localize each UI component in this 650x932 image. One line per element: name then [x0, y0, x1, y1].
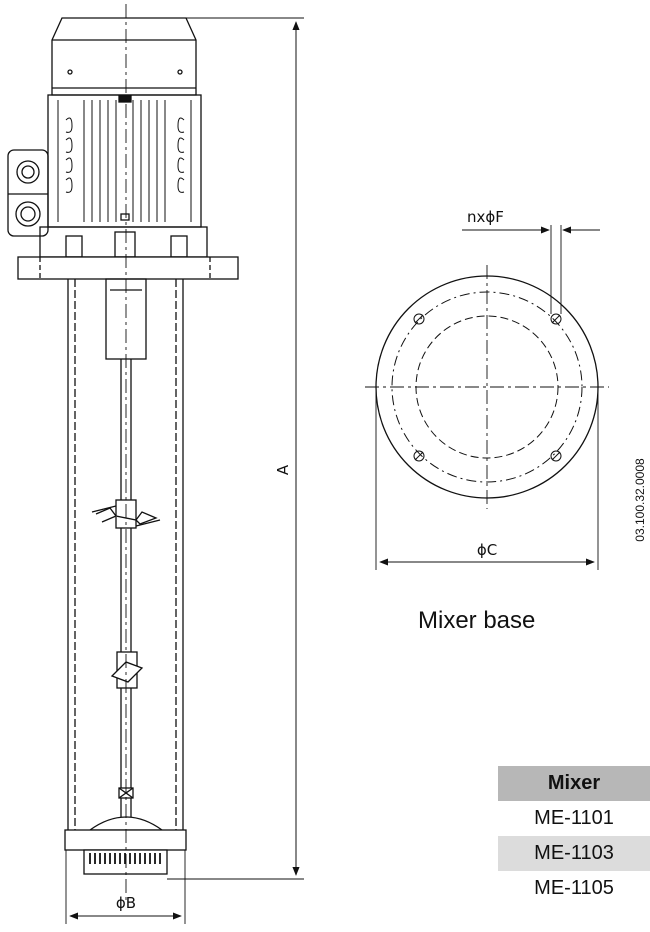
table-header-mixer: Mixer	[498, 766, 650, 801]
drawing-code: 03.100.32.0008	[633, 458, 647, 542]
table-row: ME-1101	[498, 801, 650, 836]
table-header-row: Mixer	[498, 766, 650, 801]
dimension-label-a: A	[274, 464, 292, 475]
table-cell-model: ME-1101	[534, 807, 614, 829]
dimension-label-f: nxϕF	[467, 208, 504, 226]
mixer-model-table: Mixer ME-1101 ME-1103 ME-1105	[498, 766, 650, 906]
mixer-base-caption: Mixer base	[418, 607, 536, 634]
dimension-label-c: ϕC	[477, 541, 497, 559]
mixer-base-plan-view	[365, 225, 609, 570]
dimension-label-b: ϕB	[116, 894, 136, 912]
mixer-side-view	[7, 4, 304, 924]
table-cell-model: ME-1103	[498, 836, 650, 871]
table-cell-model: ME-1105	[534, 877, 614, 899]
table-row: ME-1105	[498, 871, 650, 906]
table-row: ME-1103	[498, 836, 650, 871]
